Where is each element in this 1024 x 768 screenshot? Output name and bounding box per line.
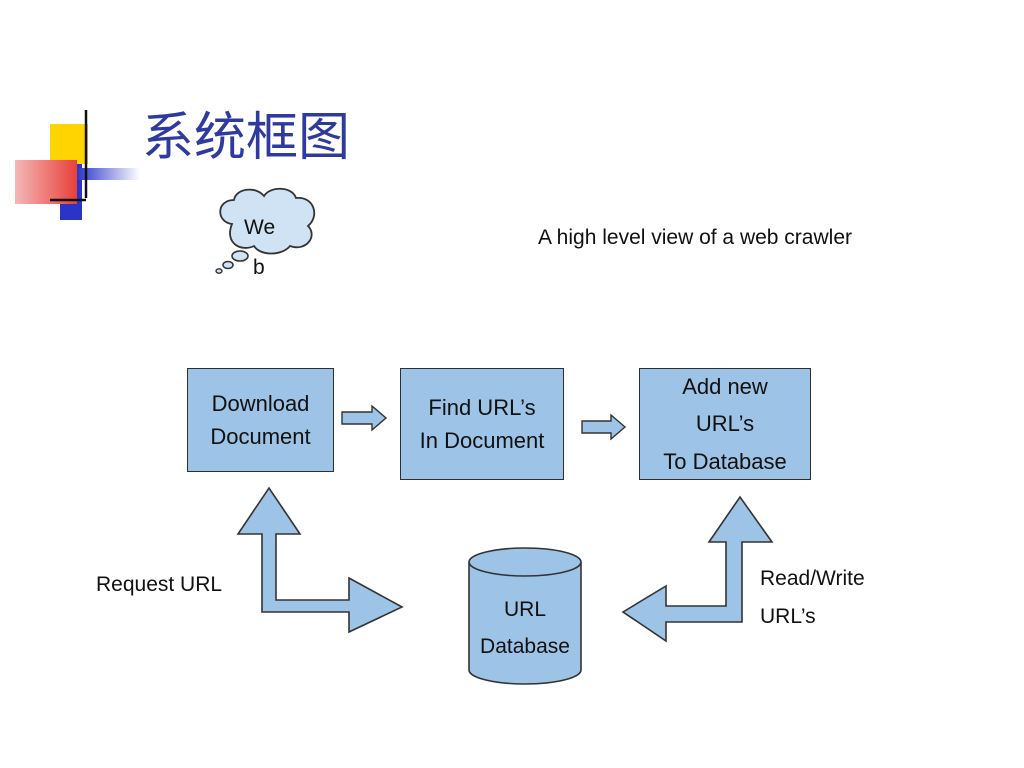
node-download-document: Download Document	[187, 368, 334, 472]
label-read-write-line2: URL’s	[760, 604, 816, 628]
node-label: Add new	[682, 373, 768, 399]
node-label: URL	[503, 598, 546, 621]
node-label: Find URL’s	[428, 395, 536, 420]
label-request-url: Request URL	[96, 573, 223, 596]
node-label: Document	[210, 424, 311, 449]
node-label: To Database	[663, 448, 787, 474]
label-read-write: Read/Write URL’s	[760, 560, 865, 636]
corner-logo-icon	[15, 110, 140, 220]
label-read-write-line1: Read/Write	[760, 567, 865, 590]
arrow-read-write-icon	[621, 495, 774, 643]
node-label: Download	[211, 391, 310, 416]
database-cylinder-icon	[468, 547, 582, 685]
node-find-urls: Find URL’s In Document	[400, 368, 564, 480]
thought-cloud-icon	[215, 187, 316, 274]
node-label: In Document	[419, 428, 545, 453]
slide-subtitle: A high level view of a web crawler	[538, 226, 852, 249]
arrow-download-to-find-icon	[341, 404, 388, 432]
node-label: Database	[480, 634, 570, 658]
arrow-find-to-add-icon	[581, 413, 627, 441]
slide-title: 系统框图	[142, 108, 351, 168]
node-label: URL’s	[695, 411, 755, 437]
cloud-text-line1: We	[244, 216, 276, 239]
node-url-database: URL Database	[469, 592, 581, 666]
node-add-new-urls: Add new URL’s To Database	[639, 368, 811, 480]
arrow-request-url-icon	[236, 486, 404, 634]
cloud-text-line2: b	[253, 256, 265, 279]
